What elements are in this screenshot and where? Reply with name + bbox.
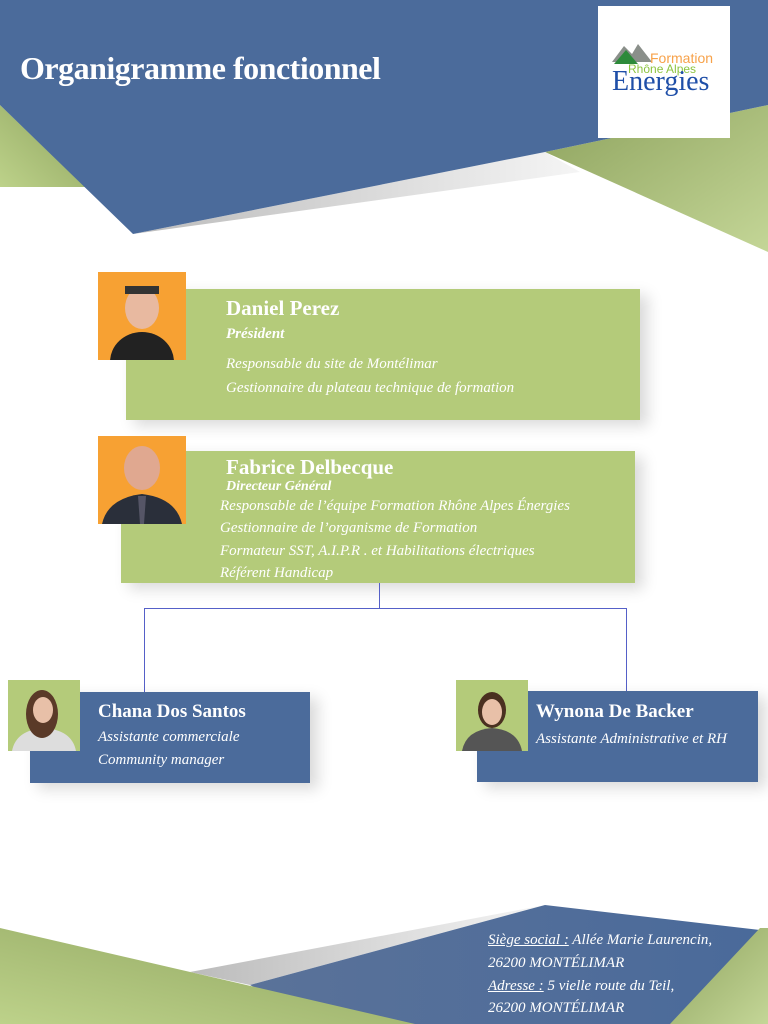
adresse: Adresse : 5 vielle route du Teil,: [488, 978, 675, 994]
top-grey-shape: [133, 152, 580, 234]
connector-line: [144, 608, 145, 692]
person-duty: Formateur SST, A.I.P.R . et Habilitation…: [220, 543, 535, 559]
person-name: Fabrice Delbecque: [226, 455, 394, 479]
person-name: Daniel Perez: [226, 296, 340, 320]
person-name: Wynona De Backer: [536, 701, 694, 722]
person-duty: Gestionnaire de l’organisme de Formation: [220, 520, 478, 536]
person-role: Président: [226, 326, 285, 342]
siege-city: 26200 MONTÉLIMAR: [488, 955, 625, 971]
person-duty: Responsable de l’équipe Formation Rhône …: [220, 498, 570, 514]
person-duty: Community manager: [98, 752, 225, 768]
company-logo: Formation Rhône Alpes Energies: [598, 6, 730, 138]
person-duty: Gestionnaire du plateau technique de for…: [226, 380, 515, 396]
adresse-city: 26200 MONTÉLIMAR: [488, 1000, 625, 1016]
person-name: Chana Dos Santos: [98, 701, 246, 722]
connector-line: [379, 583, 380, 608]
person-duty: Responsable du site de Montélimar: [226, 356, 438, 372]
card-fabrice-delbecque: [121, 451, 635, 583]
bottom-blue-shape: [250, 905, 760, 1024]
avatar: [98, 272, 186, 360]
person-duty: Référent Handicap: [220, 565, 334, 581]
top-right-green-shape: [545, 105, 768, 252]
card-daniel-perez: [126, 289, 640, 420]
siege-social: Siège social : Allée Marie Laurencin,: [488, 932, 713, 948]
connector-line: [626, 608, 627, 691]
avatar: [98, 436, 186, 524]
avatar: [456, 680, 528, 751]
mountain-house-icon: [612, 44, 652, 64]
avatar: [8, 680, 80, 751]
bottom-grey-shape: [190, 905, 545, 985]
person-duty: Assistante commerciale: [98, 729, 240, 745]
bottom-left-green-shape: [0, 928, 415, 1024]
connector-line: [144, 608, 627, 609]
top-blue-shape: [0, 0, 768, 234]
page-title: Organigramme fonctionnel: [20, 50, 381, 86]
person-duty: Assistante Administrative et RH: [536, 731, 727, 747]
bottom-right-green-shape: [670, 928, 768, 1024]
person-role: Directeur Général: [226, 479, 332, 494]
